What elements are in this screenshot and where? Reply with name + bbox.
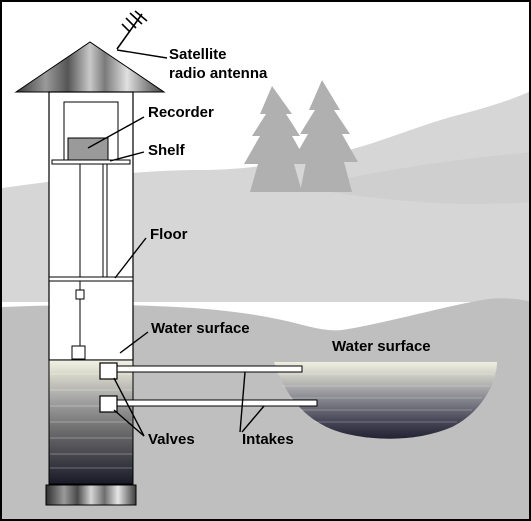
valve-upper: [99, 362, 118, 380]
label-antenna-line2: radio antenna: [169, 65, 268, 82]
well-water: [48, 359, 134, 485]
leader-lines: [87, 49, 265, 437]
label-water-surface-well: Water surface: [151, 320, 250, 337]
intake-pipe-upper: [109, 365, 303, 373]
ground: [2, 298, 529, 519]
stream-water-bands: [277, 373, 494, 423]
label-recorder: Recorder: [148, 104, 214, 121]
label-shelf: Shelf: [148, 142, 185, 159]
tree-icon: [244, 80, 358, 192]
intake-pipe-lower: [109, 399, 318, 407]
counterweight: [75, 289, 85, 300]
antenna-icon: [116, 10, 148, 50]
shelter-roof: [14, 41, 166, 93]
label-water-surface-stream: Water surface: [332, 338, 431, 355]
well-water-bands: [50, 373, 132, 469]
stream-water: [274, 362, 497, 439]
label-valves: Valves: [148, 431, 195, 448]
floor: [48, 276, 134, 282]
recorder-box: [67, 137, 109, 161]
label-floor: Floor: [150, 226, 188, 243]
background-hills: [2, 91, 529, 302]
shelf: [51, 159, 131, 165]
float: [71, 345, 86, 360]
hill-shadow: [302, 152, 529, 204]
label-antenna-line1: Satellite: [169, 46, 227, 63]
label-intakes: Intakes: [242, 431, 294, 448]
well-base: [45, 484, 137, 506]
valve-lower: [99, 395, 118, 413]
